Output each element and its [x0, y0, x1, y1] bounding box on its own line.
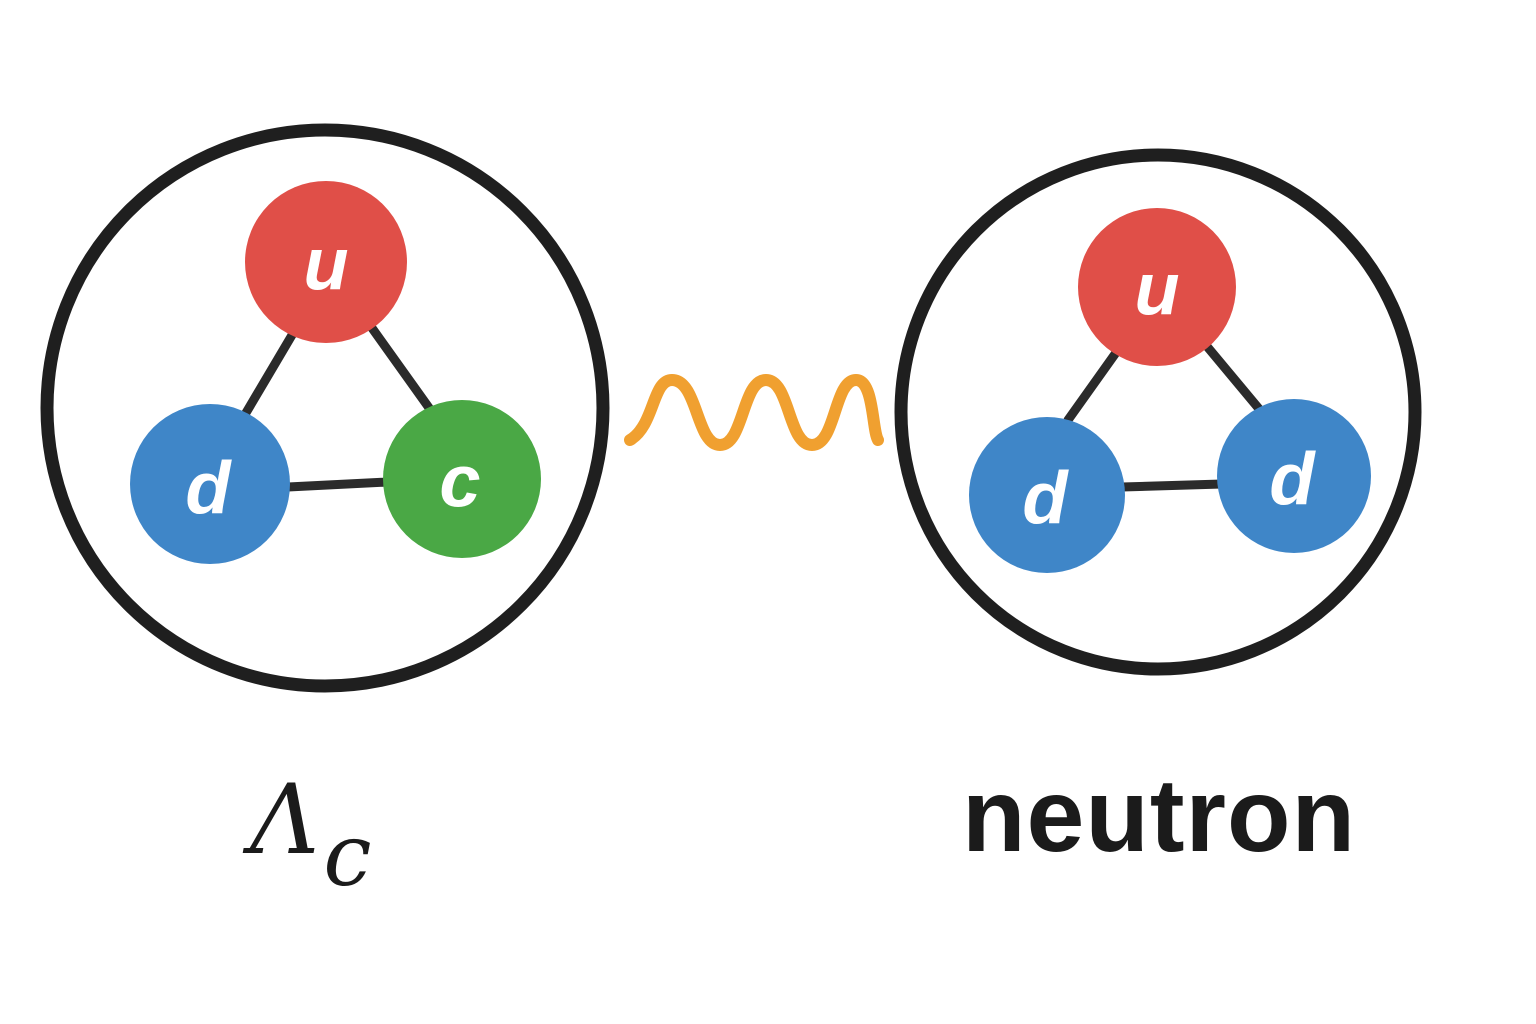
bond-d-c [283, 477, 393, 492]
lambda-c-boundary-circle [40, 123, 610, 693]
quark-u-ball [245, 181, 407, 343]
exchange-wavy-line [624, 374, 884, 451]
quark-d-right-ball [1217, 399, 1371, 553]
quark-d-letter: d [185, 447, 232, 530]
quark-d-left-ball [969, 417, 1125, 573]
lambda-c-label: Λc [250, 772, 372, 899]
lambda-c-symbol: Λ [250, 764, 320, 876]
quark-d-left-letter: d [1022, 457, 1069, 540]
quark-c-ball [383, 400, 541, 558]
bond-u-c [367, 323, 437, 417]
quark-u: u [245, 181, 407, 343]
quark-d: d [130, 404, 290, 564]
lambda-c-hadron: u d c [40, 123, 610, 693]
bond-u-d-right [1195, 333, 1265, 415]
quark-u-letter: u [303, 223, 348, 306]
quark-d-right-letter: d [1269, 438, 1316, 521]
neutron-hadron: u d d [894, 148, 1422, 676]
neutron-label: neutron [962, 758, 1357, 874]
quark-d-ball [130, 404, 290, 564]
bond-d-d [1117, 479, 1227, 492]
bond-u-d [235, 325, 300, 428]
quark-d-right: d [1217, 399, 1371, 553]
quark-c: c [383, 400, 541, 558]
quark-c-letter: c [439, 440, 480, 523]
quark-u-ball [1078, 208, 1236, 366]
quark-u-letter: u [1134, 248, 1179, 331]
lambda-c-subscript: c [323, 806, 372, 906]
quark-d-left: d [969, 417, 1125, 573]
quark-u: u [1078, 208, 1236, 366]
neutron-boundary-circle [894, 148, 1422, 676]
